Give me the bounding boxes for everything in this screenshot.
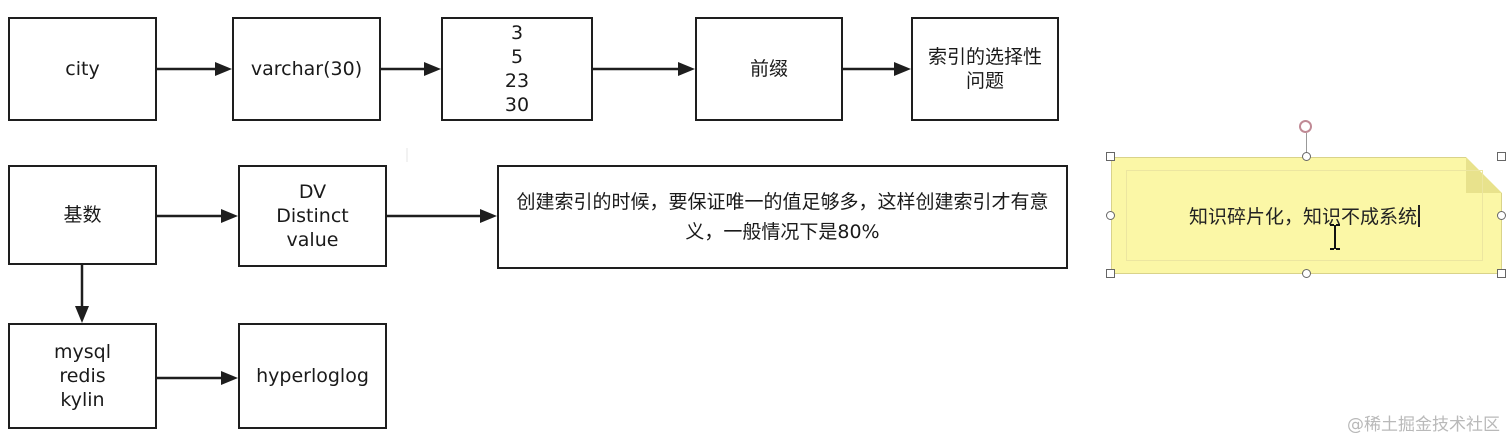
node-cardinality-label: 基数	[63, 204, 102, 226]
resize-handle-top-left[interactable]	[1106, 152, 1115, 161]
sticky-note-text[interactable]: 知识碎片化，知识不成系统	[1188, 206, 1417, 228]
node-prefix[interactable]: 前缀	[695, 17, 843, 121]
edge-cardinality-dv	[157, 209, 238, 223]
page-fold-icon	[1466, 157, 1502, 193]
node-hll[interactable]: hyperloglog	[238, 323, 387, 429]
node-dv-line: value	[286, 229, 339, 251]
resize-handle-bottom[interactable]	[1302, 269, 1311, 278]
resize-handle-right[interactable]	[1497, 211, 1506, 220]
node-lengths-line: 23	[504, 70, 530, 92]
node-prefix-label: 前缀	[749, 58, 788, 80]
node-dv-line: DV	[298, 181, 327, 203]
text-caret	[1418, 204, 1420, 227]
node-selectivity[interactable]: 索引的选择性 问题	[911, 17, 1059, 121]
node-city[interactable]: city	[8, 17, 157, 121]
node-tools-line: mysql	[54, 341, 111, 363]
resize-handle-left[interactable]	[1106, 211, 1115, 220]
edge-dv-note	[387, 209, 497, 223]
node-hll-label: hyperloglog	[256, 365, 369, 387]
node-tools-line: redis	[59, 365, 106, 387]
node-lengths-line: 3	[510, 22, 524, 44]
node-varchar-label: varchar(30)	[250, 58, 363, 80]
node-dv[interactable]: DV Distinct value	[238, 165, 387, 267]
node-city-label: city	[65, 58, 100, 80]
node-note-line: 创建索引的时候，要保证唯一的值足够多，这样创建索引才有意	[516, 191, 1049, 213]
node-tools[interactable]: mysql redis kylin	[8, 323, 157, 429]
node-lengths[interactable]: 3 5 23 30	[441, 17, 593, 121]
ibeam-cursor-icon	[1330, 224, 1340, 250]
node-varchar[interactable]: varchar(30)	[232, 17, 381, 121]
node-cardinality[interactable]: 基数	[8, 165, 157, 265]
edge-lengths-prefix	[593, 62, 695, 76]
node-lengths-line: 30	[504, 94, 530, 116]
edge-tools-hll	[157, 371, 238, 385]
resize-handle-top[interactable]	[1302, 152, 1311, 161]
sticky-note-text-area[interactable]: 知识碎片化，知识不成系统	[1126, 170, 1483, 261]
resize-handle-bottom-right[interactable]	[1497, 269, 1506, 278]
sticky-note[interactable]: 知识碎片化，知识不成系统	[1111, 157, 1502, 274]
node-lengths-line: 5	[510, 46, 524, 68]
node-selectivity-line: 问题	[965, 70, 1004, 92]
node-tools-line: kylin	[60, 389, 105, 411]
watermark: @稀土掘金技术社区	[1347, 415, 1500, 435]
rotate-handle-icon[interactable]	[1299, 120, 1312, 133]
resize-handle-top-right[interactable]	[1497, 152, 1506, 161]
edge-cardinality-tools	[75, 265, 89, 323]
node-dv-line: Distinct	[276, 205, 349, 227]
edge-city-varchar	[157, 62, 232, 76]
node-note-line: 义，一般情况下是80%	[685, 221, 880, 243]
rotation-stem	[1306, 133, 1307, 155]
node-note[interactable]: 创建索引的时候，要保证唯一的值足够多，这样创建索引才有意 义，一般情况下是80%	[497, 165, 1068, 269]
node-selectivity-line: 索引的选择性	[927, 46, 1042, 68]
edge-prefix-selectivity	[843, 62, 911, 76]
resize-handle-bottom-left[interactable]	[1106, 269, 1115, 278]
edge-varchar-lengths	[381, 62, 441, 76]
